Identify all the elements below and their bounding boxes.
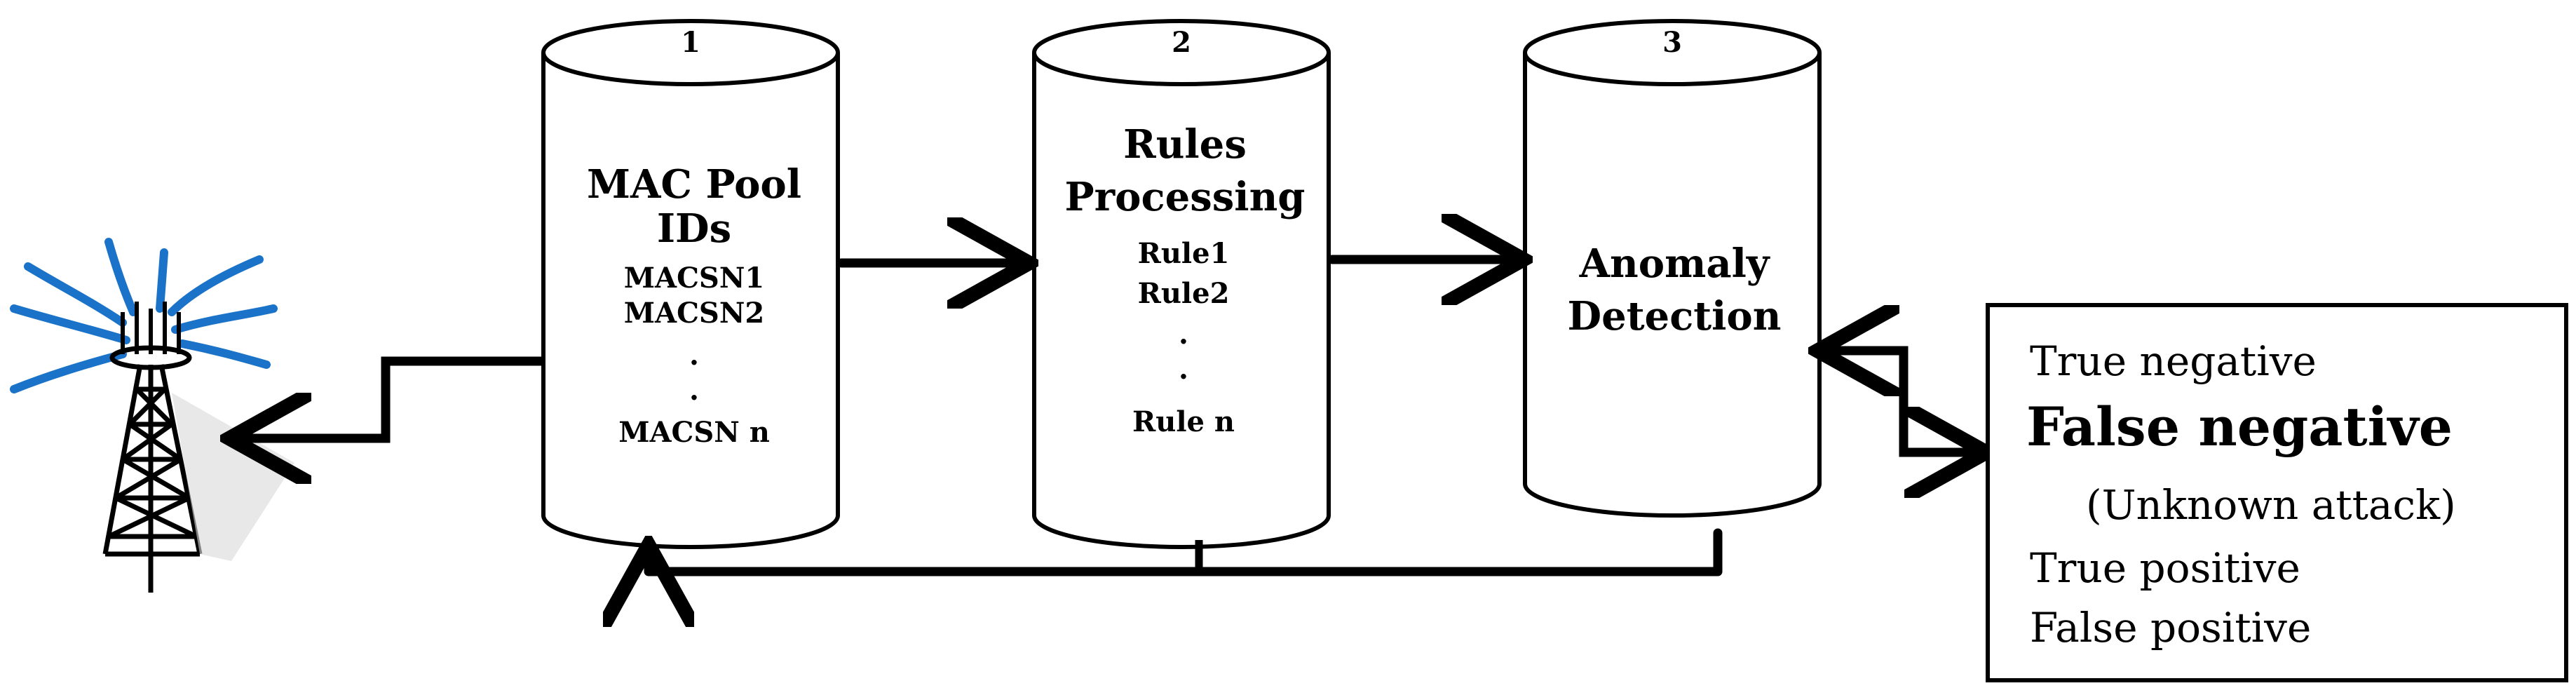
- cylinder-1-item: MACSN2: [624, 297, 764, 330]
- result-false-negative: False negative: [2026, 396, 2453, 458]
- cylinder-2-item: .: [1179, 353, 1188, 386]
- cylinder-1-item: .: [689, 339, 699, 372]
- cylinder-2-title-line-1: Rules: [1123, 121, 1247, 168]
- arrow-detection-results: [1826, 351, 1977, 452]
- cylinder-mac-pool: 1 MAC Pool IDs MACSN1 MACSN2 . . MACSN n: [541, 19, 840, 549]
- result-false-positive: False positive: [2030, 604, 2311, 652]
- tower-signal-rays: [10, 238, 278, 393]
- cylinder-3-title-line-2: Detection: [1568, 293, 1782, 339]
- results-box: True negative False negative (Unknown at…: [1986, 303, 2568, 682]
- cylinder-3-number: 3: [1662, 26, 1682, 59]
- cylinder-1-item: .: [689, 374, 699, 407]
- result-true-negative: True negative: [2030, 337, 2317, 385]
- cylinder-3-title-line-1: Anomaly: [1579, 241, 1770, 287]
- cylinder-2-item: Rule1: [1138, 237, 1230, 270]
- cylinder-1-title-line-1: MAC Pool: [587, 161, 801, 208]
- tower-lattice: [102, 364, 203, 593]
- cylinder-2-item: Rule n: [1132, 405, 1235, 438]
- cylinder-1-item: MACSN n: [618, 416, 770, 449]
- radio-tower-icon: [10, 238, 294, 593]
- cylinder-anomaly-detection: 3 Anomaly Detection: [1523, 19, 1822, 518]
- cylinder-1-title-line-2: IDs: [657, 205, 731, 252]
- cylinder-1-number: 1: [681, 26, 700, 59]
- cylinder-1-item: MACSN1: [624, 262, 764, 295]
- cylinder-2-number: 2: [1172, 26, 1191, 59]
- cylinder-2-title-line-2: Processing: [1065, 174, 1306, 220]
- result-true-positive: True positive: [2030, 544, 2300, 592]
- cylinder-2-item: .: [1179, 318, 1188, 351]
- cylinder-rules-processing: 2 Rules Processing Rule1 Rule2 . . Rule …: [1032, 19, 1331, 549]
- feedback-line: [649, 528, 1723, 572]
- arrow-1-to-tower: [238, 356, 543, 438]
- result-unknown-attack: (Unknown attack): [2086, 481, 2456, 529]
- cylinder-2-item: Rule2: [1138, 277, 1230, 310]
